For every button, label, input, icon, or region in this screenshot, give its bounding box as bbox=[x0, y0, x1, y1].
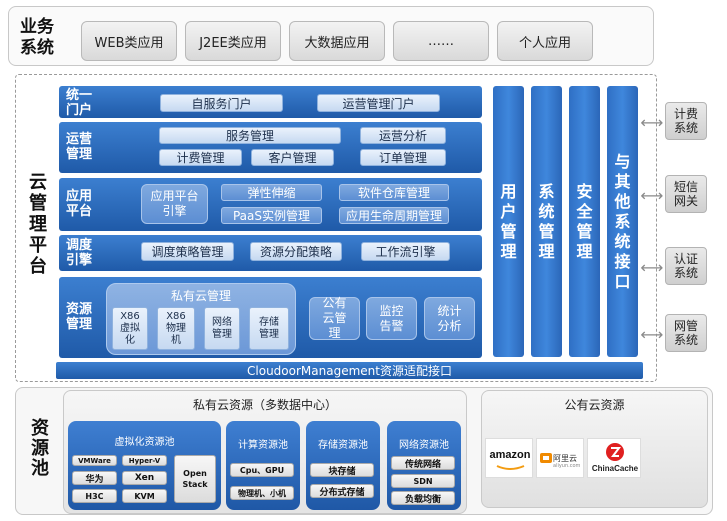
double-arrow-icon: ⟷ bbox=[640, 325, 664, 344]
ops-management-portal: 运营管理门户 bbox=[317, 94, 440, 112]
chinacache-wordmark: ChinaCache bbox=[591, 464, 639, 473]
traditional-network: 传统网络 bbox=[391, 456, 455, 470]
portal-label: 统一门户 bbox=[66, 88, 93, 118]
auth-system: 认证系统 bbox=[665, 247, 707, 285]
app-platform-label: 应用平台 bbox=[66, 189, 93, 219]
private-cloud-management-title: 私有云管理 bbox=[170, 288, 231, 303]
app-platform-engine: 应用平台引擎 bbox=[141, 184, 208, 224]
kvm: KVM bbox=[122, 489, 167, 503]
user-management-label: 用户管理 bbox=[500, 181, 517, 261]
xen: Xen bbox=[122, 471, 167, 485]
storage-management: 存储管理 bbox=[249, 307, 289, 350]
business-layer-label: 业务系统 bbox=[20, 17, 54, 58]
virtualization-pool-title: 虚拟化资源池 bbox=[114, 436, 175, 448]
paas-instance-management: PaaS实例管理 bbox=[221, 207, 322, 224]
amazon-wordmark: amazon bbox=[489, 449, 531, 461]
system-management-column: 系统管理 bbox=[531, 86, 562, 357]
adapter-label: CloudoorManagement资源适配接口 bbox=[247, 364, 452, 378]
customer-management: 客户管理 bbox=[251, 149, 334, 166]
user-management-column: 用户管理 bbox=[493, 86, 524, 357]
aliyun-domain: aliyun.com bbox=[553, 463, 581, 469]
monitoring-alerts: 监控告警 bbox=[366, 297, 417, 340]
network-mgmt-system: 网管系统 bbox=[665, 314, 707, 352]
operations-analysis: 运营分析 bbox=[360, 127, 446, 144]
private-cloud-resources-title: 私有云资源（多数据中心） bbox=[192, 397, 337, 412]
distributed-storage: 分布式存储 bbox=[310, 484, 374, 498]
self-service-portal: 自服务门户 bbox=[160, 94, 283, 112]
sdn: SDN bbox=[391, 474, 455, 488]
external-interface-label: 与其他系统接口 bbox=[614, 151, 631, 291]
double-arrow-icon: ⟷ bbox=[640, 113, 664, 132]
x86-physical: X86物理机 bbox=[157, 307, 195, 350]
software-repo-management: 软件仓库管理 bbox=[339, 184, 449, 201]
external-interface-column: 与其他系统接口 bbox=[607, 86, 638, 357]
billing-management: 计费管理 bbox=[159, 149, 242, 166]
aliyun-wordmark: 阿里云 bbox=[553, 454, 577, 463]
app-web: WEB类应用 bbox=[81, 21, 177, 61]
physical-minicomputer: 物理机、小机 bbox=[230, 486, 294, 500]
cpu-gpu: Cpu、GPU bbox=[230, 463, 294, 477]
x86-virtualization: X86虚拟化 bbox=[112, 307, 148, 350]
resources-label: 资源管理 bbox=[66, 302, 93, 332]
double-arrow-icon: ⟷ bbox=[640, 258, 664, 277]
openstack: Open Stack bbox=[174, 455, 216, 503]
scheduling-policy-management: 调度策略管理 bbox=[141, 242, 234, 261]
sms-gateway: 短信网关 bbox=[665, 175, 707, 213]
load-balancing: 负载均衡 bbox=[391, 491, 455, 505]
app-personal: 个人应用 bbox=[497, 21, 593, 61]
cloud-platform-label: 云管理平台 bbox=[26, 172, 47, 277]
network-management: 网络管理 bbox=[204, 307, 240, 350]
service-management: 服务管理 bbox=[159, 127, 341, 144]
workflow-engine: 工作流引擎 bbox=[361, 242, 450, 261]
network-pool-title: 网络资源池 bbox=[399, 439, 449, 451]
order-management: 订单管理 bbox=[360, 149, 446, 166]
public-cloud-management: 公有云管理 bbox=[309, 296, 360, 340]
amazon-smile-icon bbox=[496, 465, 525, 470]
aliyun-logo: 阿里云 aliyun.com bbox=[536, 438, 584, 478]
app-lifecycle-management: 应用生命周期管理 bbox=[339, 207, 449, 224]
app-j2ee: J2EE类应用 bbox=[185, 21, 281, 61]
system-management-label: 系统管理 bbox=[538, 181, 555, 261]
adapter-band: CloudoorManagement资源适配接口 bbox=[56, 362, 643, 379]
vmware: VMWare bbox=[72, 455, 117, 466]
billing-system: 计费系统 bbox=[665, 102, 707, 140]
aliyun-mark-icon bbox=[540, 453, 552, 463]
statistical-analysis: 统计分析 bbox=[424, 297, 475, 340]
resource-allocation-policy: 资源分配策略 bbox=[250, 242, 342, 261]
chinacache-emblem-icon bbox=[606, 443, 624, 461]
security-management-column: 安全管理 bbox=[569, 86, 600, 357]
resource-pool-label: 资源池 bbox=[28, 418, 49, 478]
storage-pool-title: 存储资源池 bbox=[318, 439, 368, 451]
chinacache-logo: ChinaCache bbox=[587, 438, 641, 478]
app-bigdata: 大数据应用 bbox=[289, 21, 385, 61]
operations-label: 运营管理 bbox=[66, 132, 93, 162]
hyper-v: Hyper-V bbox=[122, 455, 167, 466]
cloud-platform-frame bbox=[15, 74, 657, 382]
compute-pool-title: 计算资源池 bbox=[238, 439, 288, 451]
h3c: H3C bbox=[72, 489, 117, 503]
double-arrow-icon: ⟷ bbox=[640, 186, 664, 205]
security-management-label: 安全管理 bbox=[576, 181, 593, 261]
public-cloud-resources-title: 公有云资源 bbox=[564, 397, 625, 412]
elastic-scaling: 弹性伸缩 bbox=[221, 184, 322, 201]
huawei: 华为 bbox=[72, 471, 117, 485]
amazon-logo: amazon bbox=[485, 438, 533, 478]
scheduling-label: 调度引擎 bbox=[66, 238, 93, 268]
block-storage: 块存储 bbox=[310, 463, 374, 477]
app-more: …… bbox=[393, 21, 489, 61]
